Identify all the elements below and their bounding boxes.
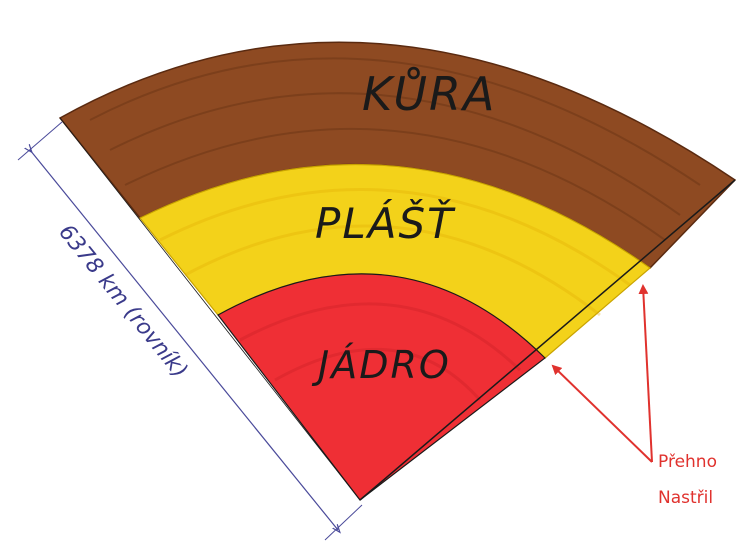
dimension-tick-bottom <box>325 505 362 540</box>
arrow-to-core-boundary <box>553 366 652 462</box>
mantle-label: PLÁŠŤ <box>315 198 456 248</box>
annotation-line-2: Nastřil <box>658 488 713 508</box>
dimension-tick-top <box>18 122 62 160</box>
annotation-line-1: Přehno <box>658 452 717 472</box>
core-label: JÁDRO <box>311 343 451 387</box>
arrow-to-mantle-boundary <box>643 286 652 462</box>
crust-label: KŮRA <box>362 67 496 121</box>
